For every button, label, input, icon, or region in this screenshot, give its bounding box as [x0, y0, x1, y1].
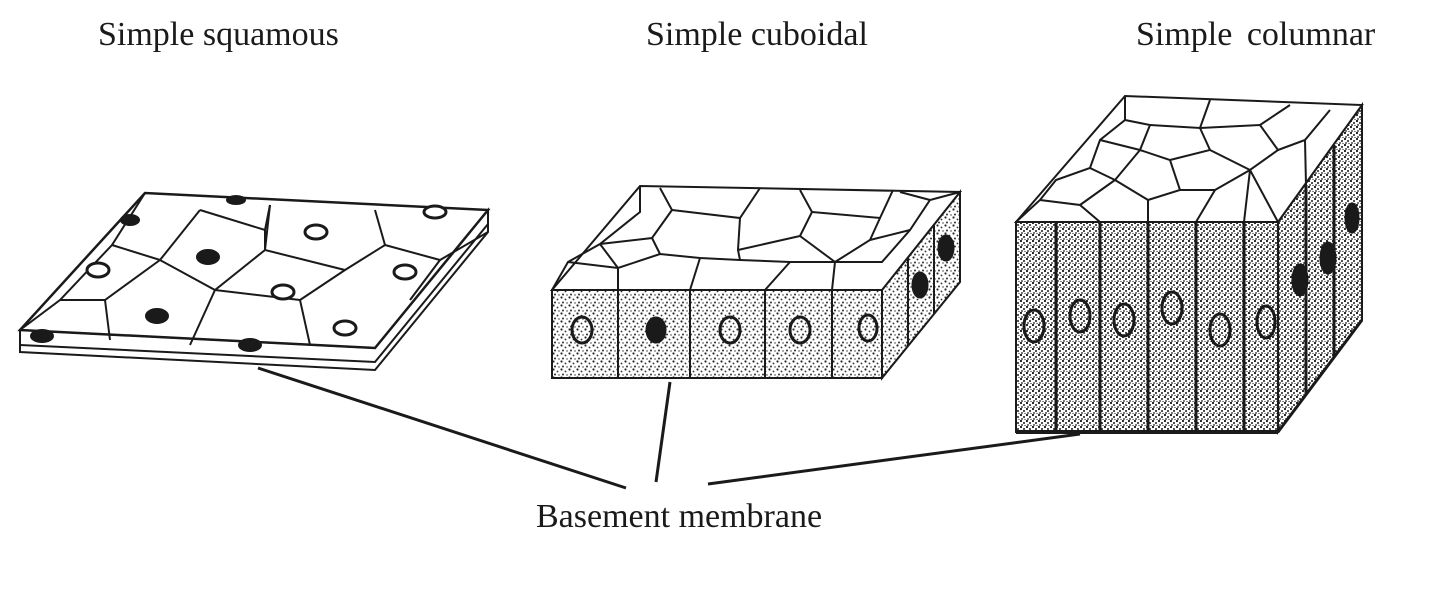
- squamous-sheet: [17, 191, 491, 372]
- columnar-block: [1013, 94, 1364, 435]
- label-simple-squamous: Simple squamous: [98, 16, 339, 53]
- label-basement-membrane: Basement membrane: [536, 498, 823, 535]
- label-simple-columnar: Simple columnar: [1136, 16, 1376, 53]
- basement-pointer-lines: [257, 366, 1081, 490]
- label-simple-cuboidal: Simple cuboidal: [646, 16, 868, 53]
- cuboidal-block: [549, 184, 963, 381]
